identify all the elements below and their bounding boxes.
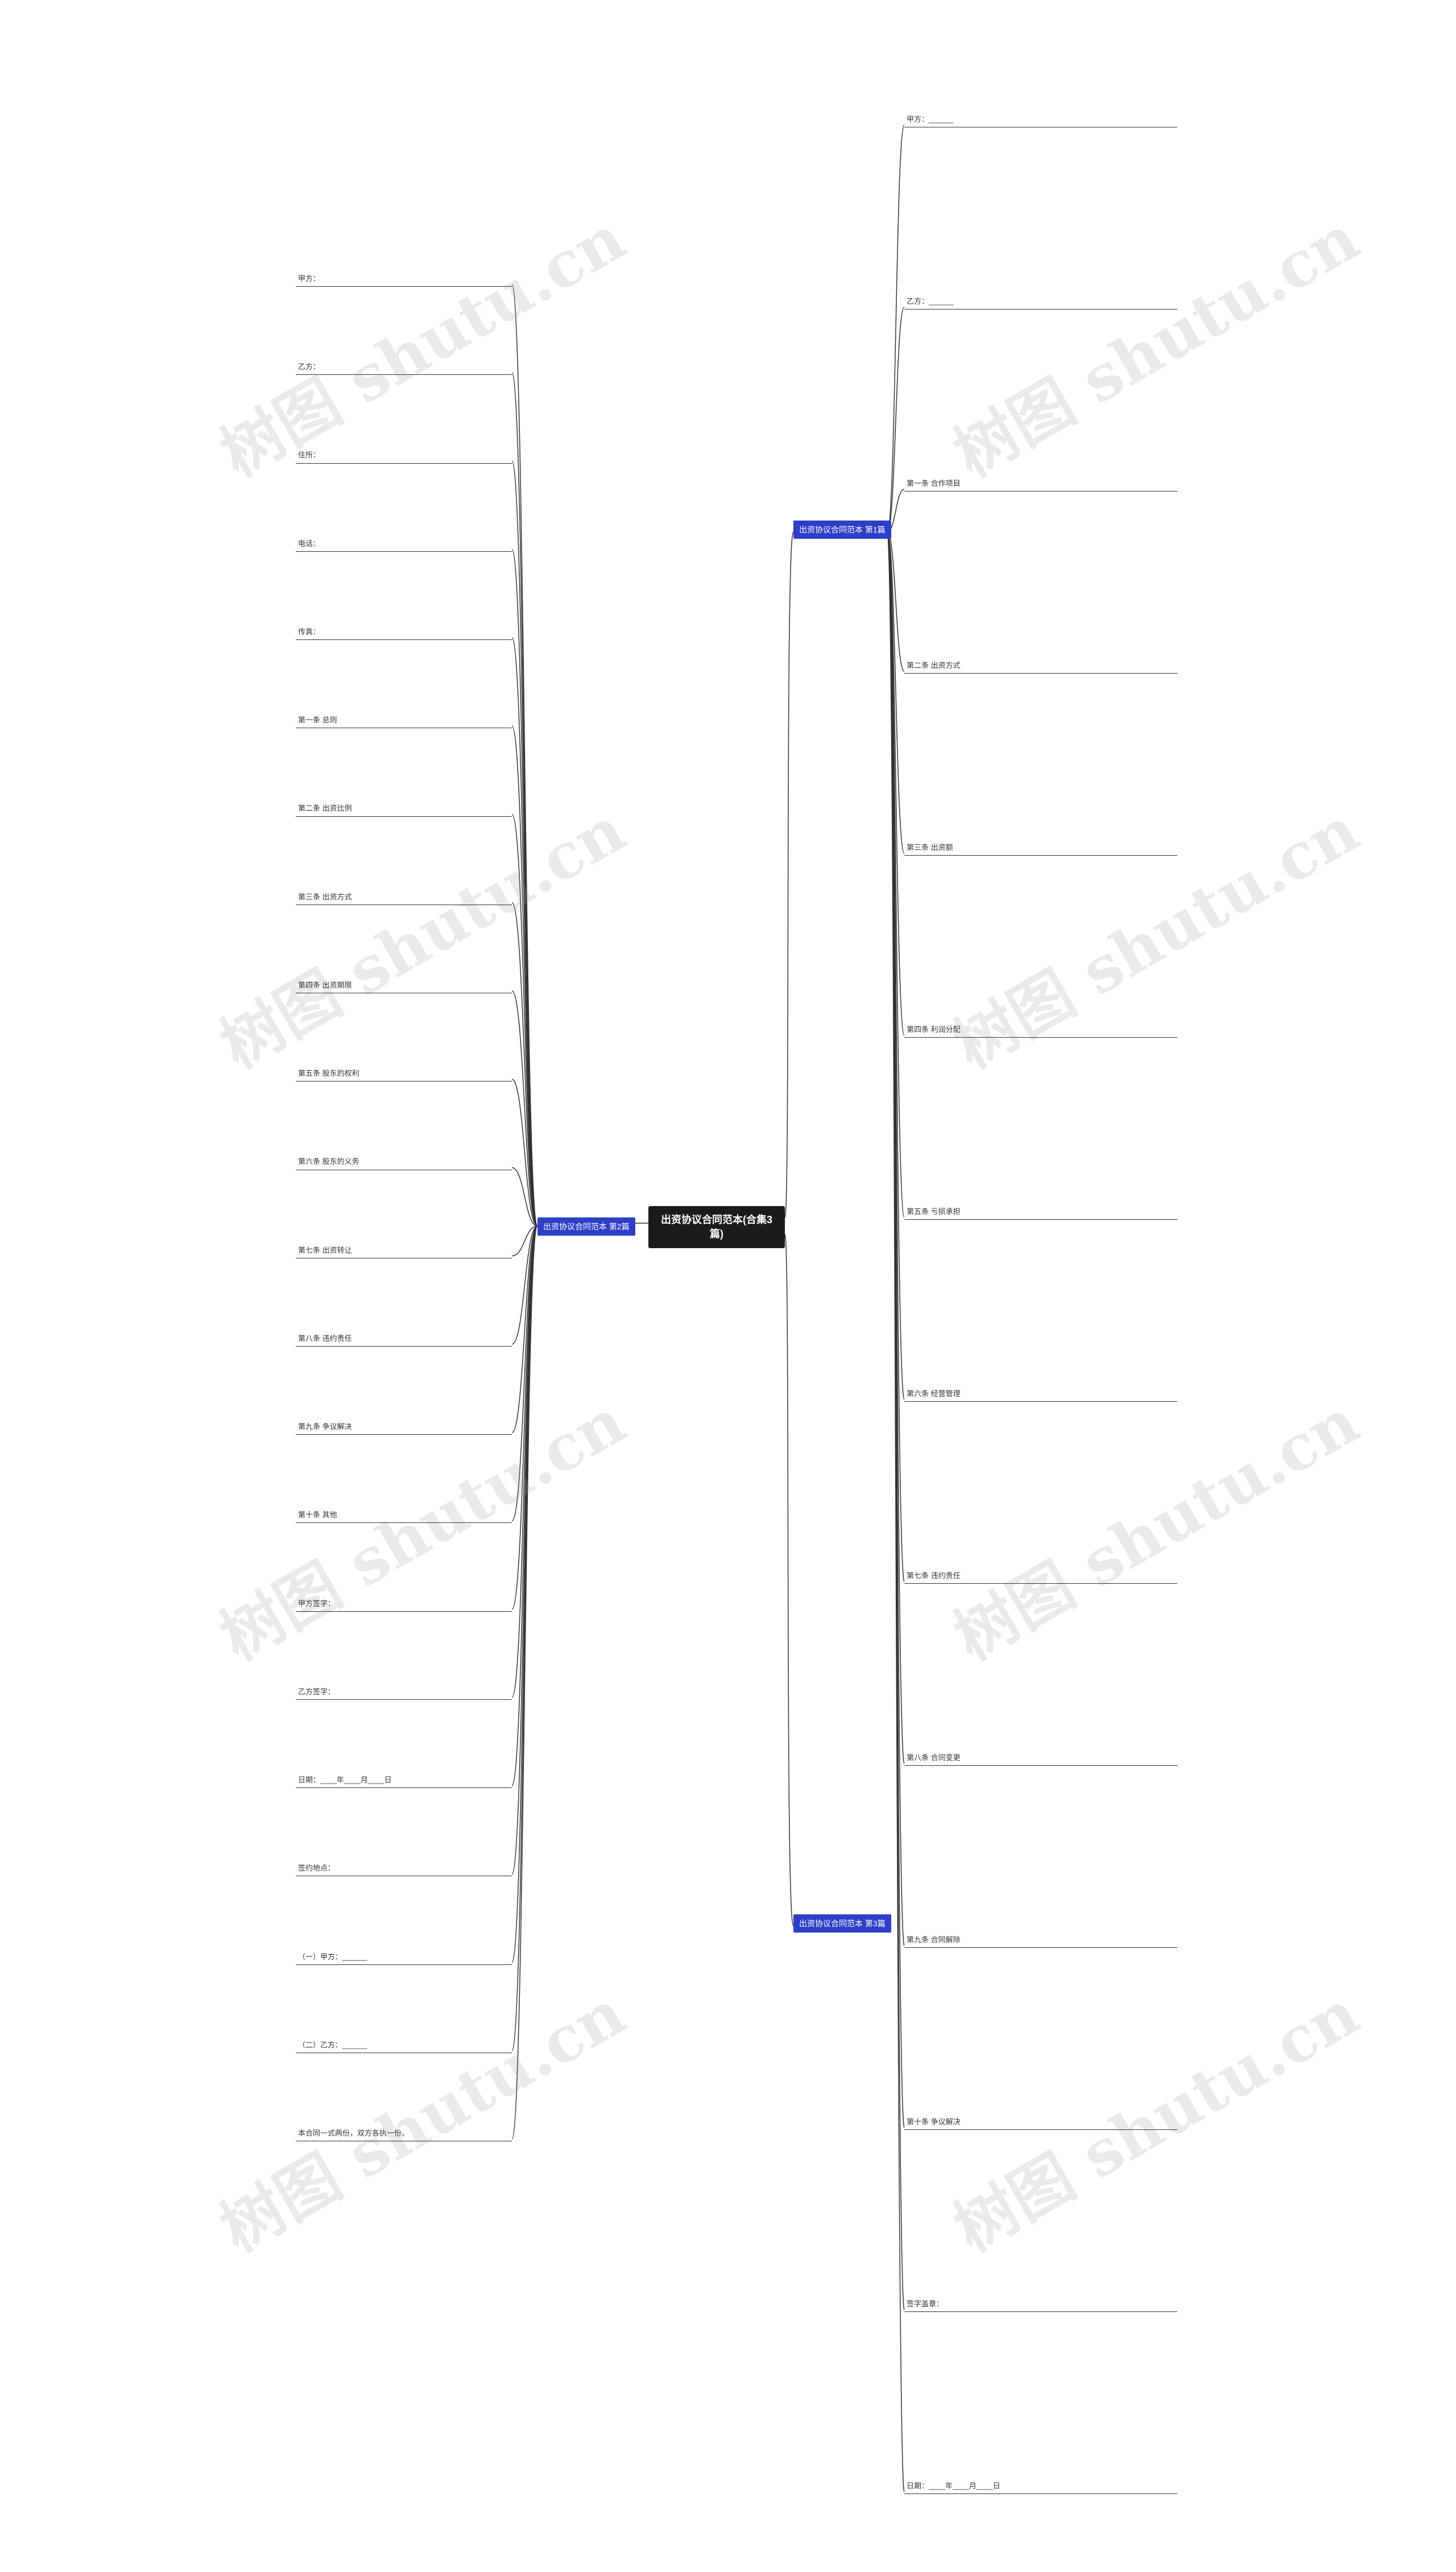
right-node[interactable]: 第六条 经营管理 (904, 1387, 1177, 1402)
left-node[interactable]: 第二条 出资比例 (296, 802, 512, 817)
connector-line (511, 1225, 538, 1433)
connector-line (511, 990, 538, 1227)
right-node[interactable]: 第三条 出资额 (904, 841, 1177, 856)
connector-line (887, 531, 905, 2492)
connector-line (511, 1225, 538, 1610)
right-node[interactable]: 第一条 合作项目 (904, 477, 1177, 492)
connector-line (511, 725, 538, 1227)
connector-line (887, 125, 905, 532)
connector-line (511, 902, 538, 1227)
branch-1[interactable]: 出资协议合同范本 第1篇 (793, 521, 891, 539)
connector-line (887, 531, 905, 1946)
connector-line (784, 1234, 794, 1926)
left-node[interactable]: 甲方签字： (296, 1597, 512, 1612)
connector-line (511, 548, 538, 1227)
connector-line (511, 1167, 538, 1227)
left-node[interactable]: 传真： (296, 625, 512, 641)
left-node[interactable]: 第十条 其他 (296, 1508, 512, 1524)
right-node[interactable]: 第七条 违约责任 (904, 1569, 1177, 1584)
left-node[interactable]: 第八条 违约责任 (296, 1332, 512, 1347)
connector-line (511, 372, 538, 1227)
right-node[interactable]: 乙方：______ (904, 295, 1177, 310)
connector-line (511, 1225, 538, 2140)
connector-line (511, 1079, 538, 1227)
right-node[interactable]: 第八条 合同变更 (904, 1751, 1177, 1766)
left-node[interactable]: 乙方签字： (296, 1685, 512, 1700)
left-node[interactable]: 电话： (296, 537, 512, 552)
connector-line (511, 1225, 538, 1522)
left-node[interactable]: 第四条 出资期限 (296, 979, 512, 994)
left-node[interactable]: 甲方： (296, 272, 512, 287)
left-node[interactable]: 住所： (296, 448, 512, 464)
connector-line (887, 531, 905, 854)
connector-line (511, 814, 538, 1227)
left-node[interactable]: 日期：____年____月____日 (296, 1773, 512, 1789)
right-node[interactable]: 甲方：______ (904, 113, 1177, 128)
left-node[interactable]: 第三条 出资方式 (296, 890, 512, 905)
left-node[interactable]: 签约地点： (296, 1861, 512, 1877)
branch-3[interactable]: 出资协议合同范本 第3篇 (793, 1914, 891, 1933)
connector-line (511, 1225, 538, 1345)
left-node[interactable]: 第九条 争议解决 (296, 1420, 512, 1435)
connector-line (511, 1225, 538, 2051)
central-topic[interactable]: 出资协议合同范本(合集3篇) (648, 1206, 785, 1249)
left-node[interactable]: 第六条 股东的义务 (296, 1155, 512, 1170)
branch-2[interactable]: 出资协议合同范本 第2篇 (537, 1217, 635, 1236)
left-node[interactable]: 本合同一式两份，双方各执一份。 (296, 2127, 512, 2142)
connector-line (511, 1225, 538, 1257)
left-node[interactable]: （一）甲方：______ (296, 1950, 512, 1965)
connector-line (511, 1225, 538, 1698)
right-node[interactable]: 第五条 亏损承担 (904, 1205, 1177, 1220)
right-node[interactable]: 签字盖章： (904, 2297, 1177, 2313)
right-node[interactable]: 第九条 合同解除 (904, 1933, 1177, 1948)
left-node[interactable]: 乙方： (296, 360, 512, 375)
left-node[interactable]: 第五条 股东的权利 (296, 1067, 512, 1082)
connector-line (887, 531, 905, 1036)
right-node[interactable]: 第二条 出资方式 (904, 659, 1177, 674)
left-node[interactable]: 第一条 总则 (296, 713, 512, 729)
left-node[interactable]: 第七条 出资转让 (296, 1244, 512, 1258)
connector-line (784, 531, 794, 1218)
right-node[interactable]: 日期：____年____月____日 (904, 2479, 1177, 2495)
right-node[interactable]: 第十条 争议解决 (904, 2115, 1177, 2131)
right-node[interactable]: 第四条 利润分配 (904, 1023, 1177, 1038)
left-node[interactable]: （二）乙方：______ (296, 2038, 512, 2053)
